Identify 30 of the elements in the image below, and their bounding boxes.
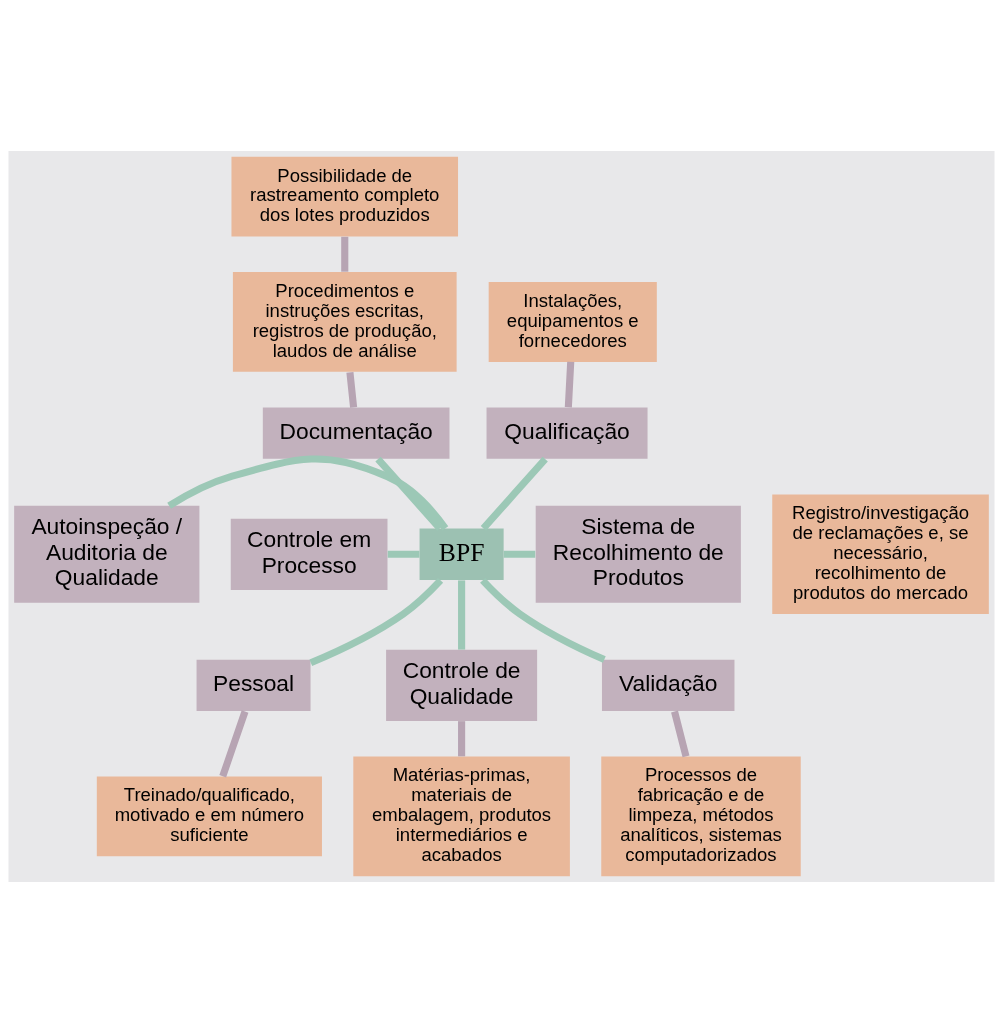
- node-box: Instalações, equipamentos e fornecedores: [488, 282, 657, 362]
- node-box: Qualificação: [486, 407, 648, 459]
- connector: [458, 580, 466, 650]
- node-box: Treinado/qualificado, motivado e em número suficiente: [96, 776, 322, 857]
- connector: [671, 710, 690, 758]
- connector: [219, 710, 249, 778]
- connector: [341, 236, 349, 272]
- connector: [480, 577, 606, 663]
- connector: [503, 550, 536, 558]
- node-box: Autoinspeção / Auditoria de Qualidade: [14, 505, 200, 603]
- node-box: Processos de fabricação e de limpeza, métodos analíticos, sistemas computadorizados: [601, 756, 801, 877]
- node-box: Controle em Processo: [230, 518, 388, 590]
- connector: [346, 372, 358, 408]
- node-box: Matérias-primas, materiais de embalagem, produtos intermediários e acabados: [353, 756, 570, 877]
- connector: [387, 550, 420, 558]
- node-box: Validação: [601, 659, 735, 711]
- node-box: Registro/investigação de reclamações e, se necessário, recolhimento de produtos do mercado: [772, 494, 989, 615]
- node-box: Controle de Qualidade: [386, 649, 538, 721]
- connector: [375, 456, 443, 531]
- connector: [309, 578, 444, 667]
- node-box: Pessoal: [196, 659, 311, 711]
- node-box: Sistema de Recolhimento de Produtos: [535, 505, 741, 603]
- connector: [480, 456, 548, 531]
- connector: [458, 721, 466, 757]
- connector: [564, 361, 575, 408]
- node-box: Procedimentos e instruções escritas, registros de produção, laudos de análise: [232, 272, 457, 372]
- connector: [167, 455, 449, 531]
- node-box: Possibilidade de rastreamento completo dos lotes produzidos: [231, 156, 459, 237]
- node-box: Documentação: [262, 407, 450, 459]
- node-box: BPF: [419, 528, 504, 580]
